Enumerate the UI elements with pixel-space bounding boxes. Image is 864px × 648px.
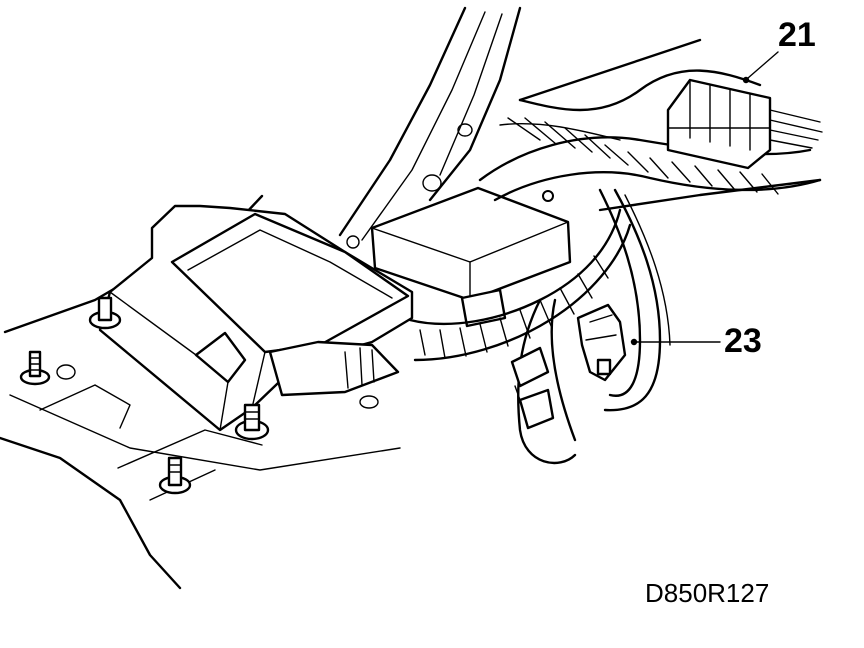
connector-21: [666, 78, 823, 170]
callout-21-dot: [742, 76, 750, 84]
callout-label-21: 21: [778, 16, 816, 54]
secondary-module: [370, 186, 572, 328]
callout-label-23: 23: [724, 322, 762, 360]
wiring-harness: [408, 69, 822, 362]
callout-21-leader: [747, 51, 779, 79]
lower-connector: [510, 298, 577, 465]
reference-code: D850R127: [645, 578, 770, 608]
bolt: [158, 456, 192, 495]
bolt: [19, 350, 51, 386]
mounting-bolts: [19, 296, 379, 495]
bolt: [88, 296, 122, 330]
bolt: [234, 403, 270, 441]
connector-23: [576, 188, 671, 412]
pillar-structure: [338, 6, 822, 249]
callout-23-dot: [630, 338, 638, 346]
